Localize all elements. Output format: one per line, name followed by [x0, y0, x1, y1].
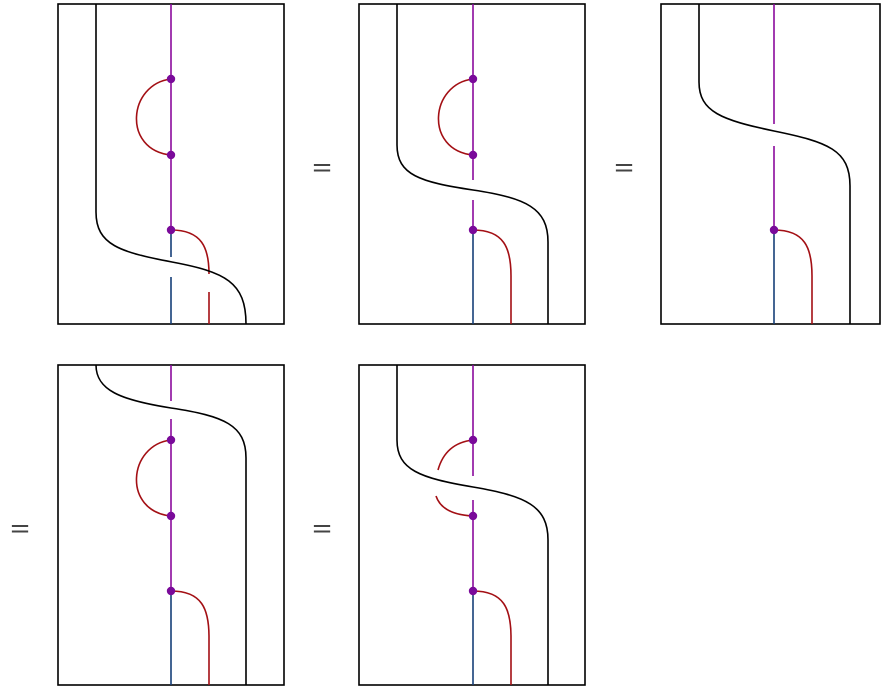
diagram-panel-4 [57, 364, 285, 686]
black-crossing-strand [396, 365, 549, 685]
equals-sign: = [9, 514, 31, 544]
node-dot [769, 225, 779, 235]
black-crossing-strand [95, 364, 247, 685]
node-dot [166, 435, 176, 445]
diagram-panel-2 [358, 3, 586, 325]
node-dot [468, 586, 478, 596]
red-strand [170, 590, 210, 685]
diagram-panel-5 [358, 364, 586, 686]
panel-frame [660, 3, 881, 325]
node-dot [468, 225, 478, 235]
node-dot [166, 150, 176, 160]
node-dot [166, 511, 176, 521]
red-arc [435, 495, 474, 517]
equals-sign: = [613, 153, 635, 183]
red-strand [472, 229, 512, 324]
red-arc [437, 78, 474, 156]
node-dot [468, 150, 478, 160]
red-strand [773, 229, 813, 324]
black-crossing-strand [95, 4, 247, 325]
node-dot [166, 74, 176, 84]
node-dot [468, 435, 478, 445]
node-dot [468, 74, 478, 84]
node-dot [468, 511, 478, 521]
panel-frame [358, 3, 586, 325]
diagram-panel-1 [57, 3, 285, 325]
equals-sign: = [311, 514, 333, 544]
node-dot [166, 586, 176, 596]
red-arc [135, 78, 172, 156]
equals-sign: = [311, 153, 333, 183]
diagram-panel-3 [660, 3, 881, 325]
red-strand [170, 229, 210, 275]
black-crossing-strand [698, 4, 851, 324]
red-strand [472, 590, 512, 685]
red-arc [135, 439, 172, 517]
panel-frame [358, 364, 586, 686]
red-arc [437, 439, 474, 471]
node-dot [166, 225, 176, 235]
black-crossing-strand [396, 4, 549, 324]
